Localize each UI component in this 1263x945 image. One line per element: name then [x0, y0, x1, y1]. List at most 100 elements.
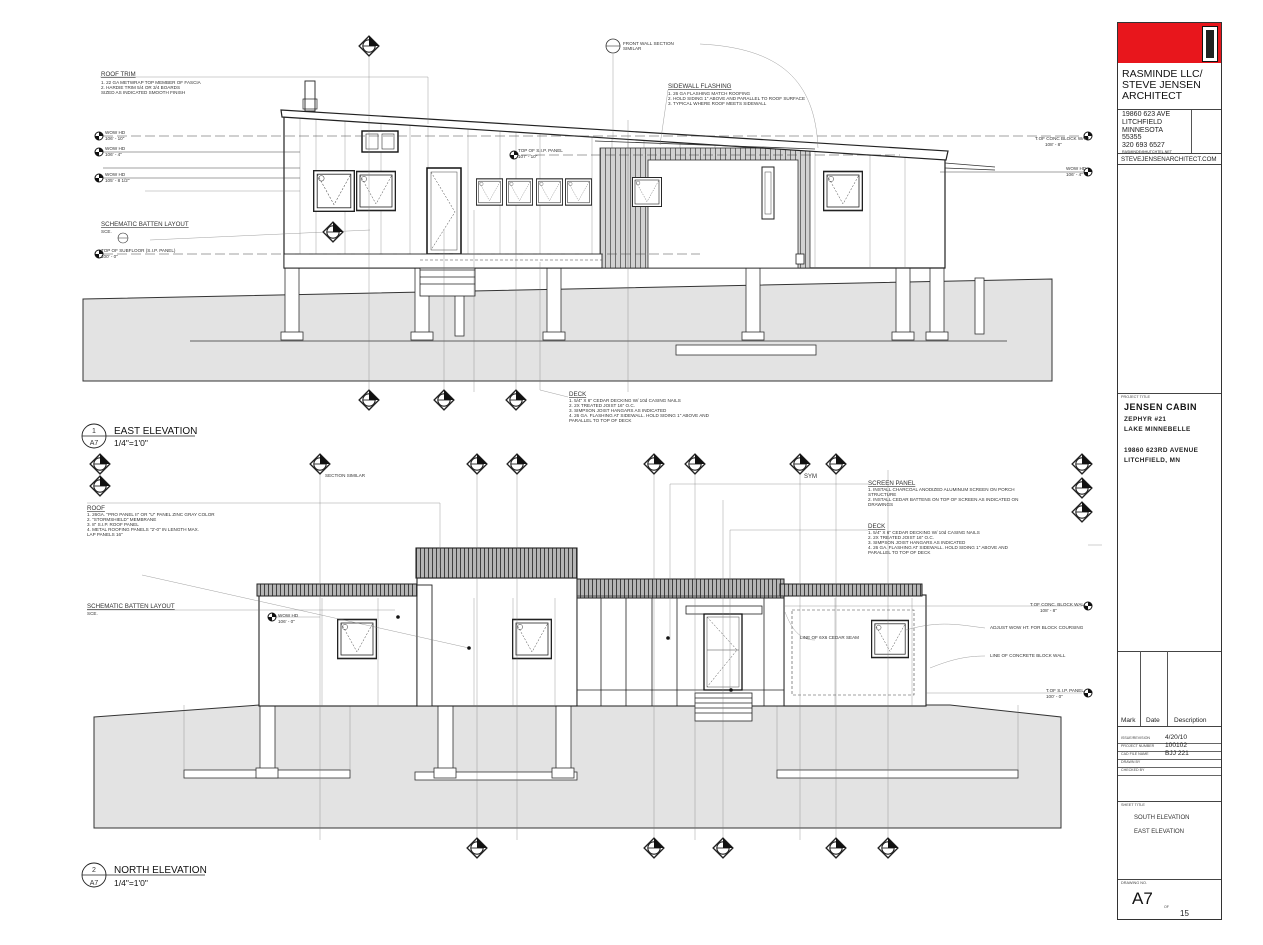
- deck-heading: DECK: [868, 523, 886, 530]
- level-value: 107' - 10": [518, 154, 538, 159]
- roof-note: LAP PANELS 16": [87, 532, 123, 537]
- field-row: DRAWN BY: [1118, 759, 1221, 768]
- roof-trim-note: SIZED AS INDICATED SMOOTH FINISH: [101, 90, 185, 95]
- drawing-no-caption: DRAWING NO.: [1121, 881, 1148, 885]
- field-key: CHECKED BY: [1121, 768, 1145, 772]
- sheet-title-caption: SHEET TITLE: [1121, 803, 1145, 807]
- firm-name-line: ARCHITECT: [1122, 90, 1183, 102]
- roof-trim-note: 1. 22 GA METWRAP TOP MEMBER OF FASCIA: [101, 80, 202, 85]
- address-line: 19860 623 AVE: [1122, 111, 1171, 118]
- view-title: NORTH ELEVATION: [114, 865, 207, 876]
- cedar-seam-note: LINE OF 6X6 CEDAR SEAM: [800, 635, 859, 640]
- east-view-title: 1 A7 EAST ELEVATION 1/4"=1'0": [81, 423, 197, 449]
- firm-name-line: RASMINDE LLC/: [1122, 68, 1203, 80]
- north-ground: [93, 704, 1062, 829]
- project-title: JENSEN CABIN: [1124, 402, 1198, 412]
- revision-mark-header: Mark: [1121, 717, 1136, 724]
- north-roof-right: [779, 583, 923, 597]
- level-label: TOP OF SUBFLOOR (S.I.P. PANEL): [101, 248, 176, 253]
- view-title: EAST ELEVATION: [114, 426, 197, 437]
- batten-sub: SCE.: [101, 229, 112, 234]
- level-label: WOW HD: [278, 613, 299, 618]
- east-ground: [82, 278, 1053, 382]
- project-subtitle: LAKE MINNEBELLE: [1124, 426, 1191, 433]
- deck-note: 3. SIMPSON JOIST HANGARS AS INDICATED: [868, 540, 966, 545]
- sheet-title: SOUTH ELEVATION: [1134, 815, 1190, 821]
- screen-panel-note: STRUCTURE: [868, 492, 896, 497]
- batten-heading: SCHEMATIC BATTEN LAYOUT: [101, 221, 189, 228]
- roof-note: 1. 26GA. "PRO PANEL II" OR "U" PANEL ZIN…: [87, 512, 215, 517]
- view-sheet: A7: [90, 880, 99, 887]
- north-view-title: 2 A7 NORTH ELEVATION 1/4"=1'0": [81, 862, 207, 888]
- deck-note: 2. 2X TREATED JOIST 16" O.C.: [868, 535, 934, 540]
- level-label: TOP OF S.I.P. PANEL: [518, 148, 563, 153]
- east-elevation: ROOF TRIM 1. 22 GA METWRAP TOP MEMBER OF…: [81, 35, 1093, 449]
- drawing-area: ROOF TRIM 1. 22 GA METWRAP TOP MEMBER OF…: [81, 35, 1102, 888]
- view-scale: 1/4"=1'0": [114, 878, 148, 888]
- section-similar-note: SECTION SIMILAR: [325, 473, 366, 478]
- project-title-caption: PROJECT TITLE: [1121, 395, 1150, 399]
- screen-panel-heading: SCREEN PANEL: [868, 480, 916, 487]
- adjust-wow-note: ADJUST WOW HT. FOR BLOCK COURSING: [990, 625, 1084, 630]
- roof-trim-heading: ROOF TRIM: [101, 71, 136, 78]
- level-label: T.OF S.I.P. PANEL: [1046, 688, 1084, 693]
- deck-note: PARALLEL TO TOP OF DECK: [569, 418, 632, 423]
- level-label: WOW HD: [1066, 166, 1087, 171]
- roof-trim-note: 2. HARDIE TRIM 5/4 OR 3/4 BOARDS: [101, 85, 180, 90]
- view-number: 1: [92, 428, 96, 435]
- deck-heading: DECK: [569, 391, 587, 398]
- sym-note: SYM: [804, 474, 817, 480]
- roof-heading: ROOF: [87, 505, 105, 512]
- deck-note: PARALLEL TO TOP OF DECK: [868, 550, 931, 555]
- level-label: WOW HD: [105, 130, 126, 135]
- phone-number: 320 693 6527: [1122, 142, 1165, 150]
- front-wall-section-note: SIMILAR: [623, 46, 642, 51]
- north-wall-center: [416, 577, 578, 707]
- revision-description-header: Description: [1174, 717, 1207, 724]
- total-sheets: 15: [1180, 909, 1189, 918]
- north-steps: [694, 692, 753, 722]
- field-key: ISSUE/REVISION: [1121, 736, 1150, 740]
- sidewall-flashing-note: 3. TYPICAL WHERE ROOF MEETS SIDEWALL: [668, 101, 767, 106]
- sidewall-flashing-note: 1. 26 GA FLASHING MATCH ROOFING: [668, 91, 751, 96]
- level-value: 108' - 8": [1045, 142, 1062, 147]
- screen-panel-note: DRAWINGS: [868, 502, 893, 507]
- drawing-of-caption: OF: [1164, 905, 1169, 909]
- title-block: RASMINDE LLC/ STEVE JENSEN ARCHITECT 198…: [1117, 22, 1222, 920]
- north-roof-upper: [415, 547, 578, 579]
- level-label: T.OF CONC. BLOCK WALL: [1030, 602, 1087, 607]
- project-address-line: LITCHFIELD, MN: [1124, 457, 1181, 464]
- batten-heading: SCHEMATIC BATTEN LAYOUT: [87, 603, 175, 610]
- firm-name: RASMINDE LLC/ STEVE JENSEN ARCHITECT: [1122, 69, 1203, 102]
- deck-note: 4. 26 GA. FLASHING AT SIDEWALL. HOLD SID…: [569, 413, 710, 418]
- project-subtitle: ZEPHYR #21: [1124, 416, 1167, 423]
- sheet-title: EAST ELEVATION: [1134, 829, 1185, 835]
- field-value: 100102: [1165, 742, 1188, 749]
- view-number: 2: [92, 867, 96, 874]
- firm-email: RASMINDE@HUTCHTEL.NET: [1122, 149, 1172, 154]
- field-key: DRAWN BY: [1121, 760, 1141, 764]
- level-value: 100' - 0": [101, 254, 118, 259]
- firm-name-line: STEVE JENSEN: [1122, 79, 1201, 91]
- firm-website: STEVEJENSENARCHITECT.COM: [1121, 156, 1217, 163]
- batten-sub: SCE.: [87, 611, 98, 616]
- sidewall-flashing-note: 2. HOLD SIDING 1" ABOVE AND PARALLEL TO …: [668, 96, 805, 101]
- level-value: 106' - 10": [105, 136, 125, 141]
- level-label: WOW HD: [105, 172, 126, 177]
- address-line: 55355: [1122, 134, 1142, 142]
- level-value: 100' - 0": [1046, 694, 1063, 699]
- level-value: 105' - 8 1/2": [105, 178, 130, 183]
- east-piers: [280, 267, 985, 356]
- view-scale: 1/4"=1'0": [114, 438, 148, 448]
- field-key: CAD FILE NAME: [1121, 752, 1149, 756]
- view-sheet: A7: [90, 440, 99, 447]
- project-address-line: 19860 623RD AVENUE: [1124, 447, 1199, 454]
- field-value: 4/20/10: [1165, 734, 1187, 741]
- screen-panel-note: 2. INSTALL CEDAR BATTENS ON TOP OF SCREE…: [868, 497, 1018, 502]
- roof-note: 3. 8" S.I.P. ROOF PANEL: [87, 522, 139, 527]
- north-elevation: SECTION SIMILAR SYM ROOF 1. 26GA. "PRO P…: [81, 453, 1102, 888]
- level-label: WOW HD: [105, 146, 126, 151]
- north-screen-porch: [576, 597, 785, 707]
- revision-date-header: Date: [1146, 717, 1160, 724]
